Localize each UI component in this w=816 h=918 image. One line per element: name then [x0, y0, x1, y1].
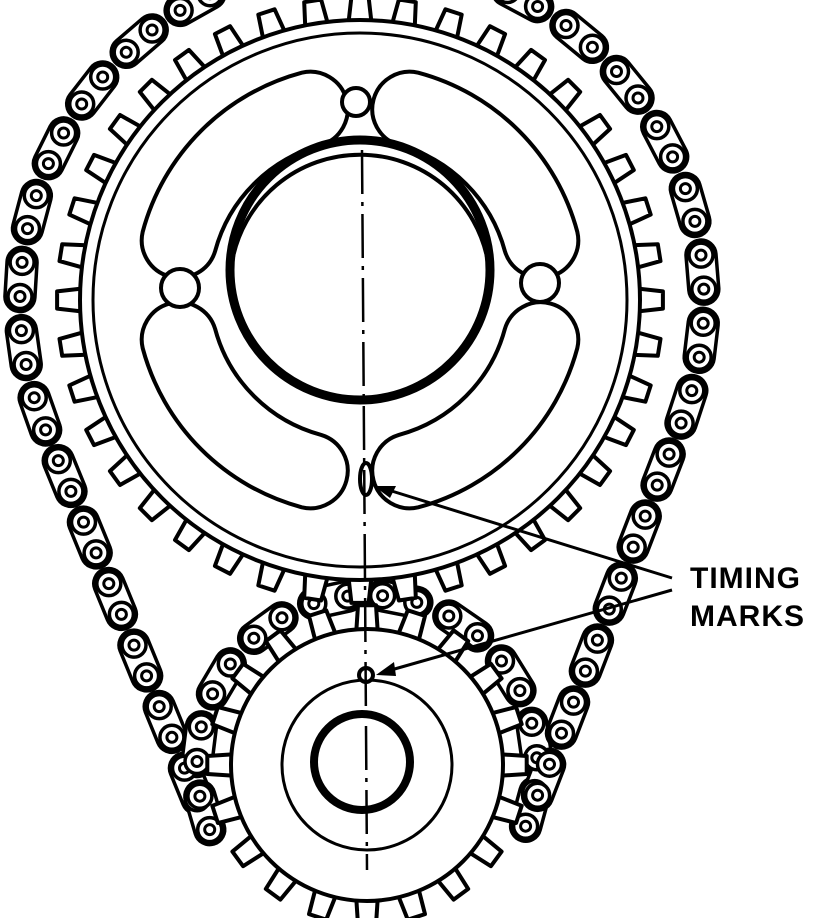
- chain-roller-pin: [190, 755, 204, 768]
- chain-roller-pin: [51, 454, 65, 468]
- chain-roller-pin: [674, 416, 688, 430]
- camshaft-hub-bore-shading: [230, 152, 490, 263]
- chain-roller-pin: [64, 484, 78, 498]
- camshaft-dowel-hole-right: [519, 262, 561, 304]
- chain-roller-pin: [662, 447, 676, 461]
- chain-roller-pin: [666, 150, 680, 164]
- chain-roller-pin: [590, 633, 604, 647]
- chain-roller-pin: [638, 509, 652, 523]
- chain-roller: [497, 0, 518, 5]
- chain-roller-pin: [194, 720, 208, 734]
- timing-marks-label-line1: TIMING: [690, 562, 801, 595]
- crankshaft-bore: [310, 710, 414, 814]
- timing-marks-label-line2: MARKS: [690, 600, 805, 633]
- chain-roller-pin: [531, 0, 545, 13]
- chain-roller-pin: [140, 669, 154, 683]
- chain-roller-pin: [555, 726, 568, 740]
- chain-roller-pin: [559, 19, 573, 32]
- chain-roller-pin: [688, 214, 702, 228]
- chain-roller-pin: [614, 571, 628, 585]
- chain-roller-pin: [19, 358, 33, 371]
- leader-arrow-upper: [374, 486, 396, 498]
- chain-roller-pin: [578, 664, 592, 678]
- chain-roller-pin: [77, 515, 90, 529]
- camshaft-hub-bore: [225, 135, 495, 405]
- chain-roller-pin: [57, 126, 71, 140]
- chain-roller-pin: [145, 23, 159, 37]
- chain-roller-pin: [442, 609, 456, 623]
- chain-roller: [197, 0, 223, 8]
- chain-roller-pin: [152, 700, 166, 714]
- chain-roller-pin: [203, 823, 217, 837]
- chain-roller-pin: [610, 65, 623, 78]
- camshaft-slot-4: [139, 300, 350, 511]
- chain-roller-pin: [585, 40, 599, 54]
- chain-link-plate: [549, 8, 610, 65]
- chain-roller-pin: [165, 730, 179, 744]
- chain-roller-pin: [543, 757, 556, 771]
- timing-chain: [3, 0, 721, 847]
- chain-roller-pin: [692, 350, 706, 364]
- chain-roller-pin: [685, 384, 699, 398]
- chain-roller-pin: [27, 391, 41, 405]
- chain-roller-pin: [114, 607, 128, 621]
- chain-roller-pin: [15, 255, 29, 269]
- chain-roller-pin: [525, 716, 539, 730]
- chain-roller-pin: [89, 546, 103, 560]
- timing-mark-leaders: [374, 486, 673, 676]
- leader-arrow-lower: [376, 662, 396, 676]
- chain-roller-pin: [697, 282, 711, 296]
- chain-roller-pin: [41, 157, 55, 171]
- chain-roller-pin: [13, 290, 27, 303]
- camshaft-timing-mark: [358, 461, 374, 497]
- chain-roller-pin: [102, 577, 116, 591]
- camshaft-dowel-hole-top: [340, 86, 372, 118]
- chain-roller-pin: [247, 631, 261, 645]
- chain-roller-pin: [626, 540, 640, 554]
- camshaft-sprocket-inner-ring: [91, 31, 629, 569]
- timing-centerline: [360, 149, 369, 871]
- timing-marks-label: TIMING MARKS: [690, 562, 805, 633]
- leader-line-upper: [381, 486, 673, 580]
- chain-roller-pin: [678, 182, 692, 196]
- chain-roller-pin: [519, 819, 533, 833]
- chain-roller-pin: [696, 316, 710, 330]
- chain-link-plate: [599, 54, 655, 115]
- chain-roller-pin: [650, 478, 664, 492]
- chain-roller-pin: [376, 589, 390, 603]
- camshaft-sprocket-slots: [139, 69, 581, 511]
- chain-roller-pin: [39, 423, 53, 437]
- chain-roller-pin: [694, 248, 708, 262]
- chain-link-plate: [109, 13, 169, 70]
- chain-roller-pin: [29, 189, 43, 203]
- chain-roller-pin: [275, 611, 289, 625]
- chain-roller-pin: [173, 3, 187, 17]
- chain-roller-pin: [21, 222, 34, 236]
- chain-roller-pin: [14, 324, 28, 338]
- chain-roller-pin: [119, 45, 133, 59]
- leader-line-lower: [383, 588, 673, 674]
- camshaft-sprocket: [55, 0, 665, 605]
- chain-roller-pin: [631, 91, 645, 105]
- chain-roller-pin: [531, 788, 545, 802]
- camshaft-slot-2: [370, 69, 581, 280]
- chain-roller-pin: [513, 684, 527, 698]
- camshaft-dowel-hole-left: [159, 267, 201, 309]
- chain-roller-pin: [206, 687, 220, 701]
- chain-roller-pin: [223, 657, 237, 671]
- chain-roller-pin: [650, 120, 664, 134]
- chain-roller-pin: [75, 97, 89, 111]
- chain-roller-pin: [495, 654, 508, 668]
- chain-roller-pin: [96, 70, 110, 84]
- chain-roller-pin: [127, 638, 141, 652]
- chain-link-plate: [64, 60, 120, 121]
- chain-roller-pin: [567, 695, 580, 709]
- chain-roller-pin: [471, 629, 484, 643]
- chain-roller-pin: [193, 789, 207, 803]
